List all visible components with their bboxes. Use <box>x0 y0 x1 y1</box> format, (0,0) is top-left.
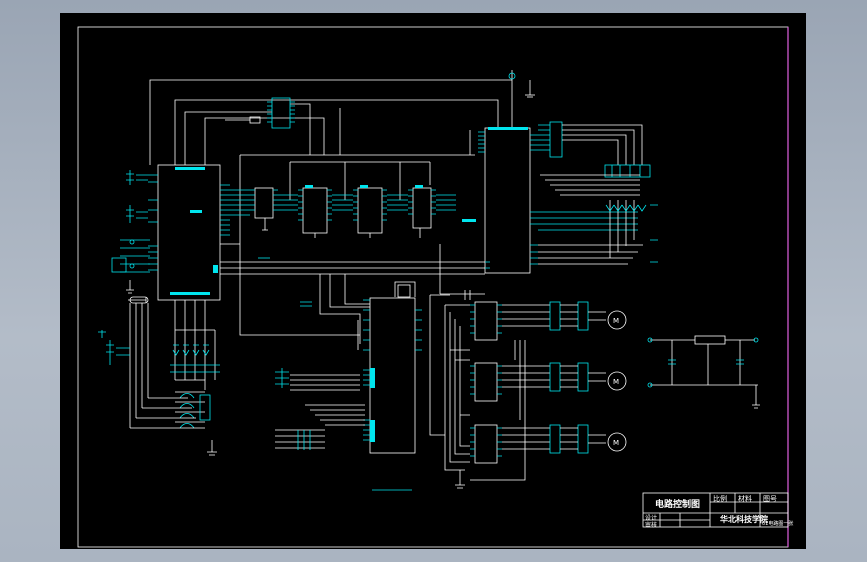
long-buses <box>220 243 485 344</box>
main-controller-ic <box>462 121 658 274</box>
top-ic <box>267 72 516 129</box>
title-block <box>642 492 789 528</box>
power-supply <box>647 335 760 409</box>
motor-driver-3: M <box>470 424 627 464</box>
mcu-left-components <box>111 170 150 294</box>
latch-ics <box>230 185 456 238</box>
lower-left-drivers <box>98 296 220 456</box>
svg-text:M: M <box>613 439 619 447</box>
drawing-sheet <box>60 13 806 549</box>
motor-driver-1: M <box>464 290 627 341</box>
motor-bus-wiring <box>372 304 526 491</box>
driver-ic-lower <box>275 281 450 454</box>
mcu-main <box>148 164 230 301</box>
top-bus-wires <box>149 70 535 245</box>
svg-text:M: M <box>613 378 619 386</box>
motor-driver-2: M <box>470 362 627 402</box>
inner-frame <box>77 26 789 548</box>
svg-text:M: M <box>613 317 619 325</box>
